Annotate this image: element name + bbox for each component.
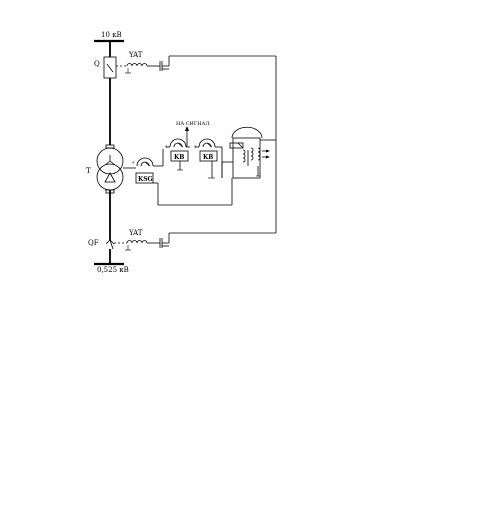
bus-10kv-label: 10 кВ bbox=[101, 31, 122, 39]
relay-kb-2-label: KB bbox=[203, 154, 213, 161]
transformer-t: T bbox=[86, 144, 131, 194]
ksg-plus-sign: + bbox=[131, 160, 135, 166]
relay-kb-1-label: KB bbox=[174, 154, 184, 161]
breaker-q-label: Q bbox=[94, 60, 100, 68]
relay-group bbox=[221, 126, 276, 179]
bus-10kv: 10 кВ bbox=[94, 31, 124, 43]
bus-0525kv-label: 0,525 кВ bbox=[97, 266, 129, 274]
control-wiring bbox=[158, 56, 277, 234]
breaker-qf-label: QF bbox=[88, 239, 99, 247]
bus-0525kv: 0,525 кВ bbox=[94, 262, 129, 274]
breaker-qf: QF bbox=[88, 239, 115, 250]
signal-label: НА СИГНАЛ bbox=[176, 121, 210, 127]
trip-coil-top-label: YAT bbox=[128, 51, 143, 59]
relay-kb-2: + KB bbox=[193, 138, 223, 179]
trip-coil-bottom: YAT bbox=[114, 229, 170, 251]
trip-coil-bottom-label: YAT bbox=[128, 229, 143, 237]
trip-coil-top: YAT bbox=[116, 51, 276, 74]
breaker-q: Q bbox=[94, 56, 117, 79]
signal-output: НА СИГНАЛ bbox=[176, 121, 210, 147]
relay-ksg: KSG + bbox=[131, 149, 164, 205]
relay-ksg-label: KSG bbox=[138, 176, 153, 183]
relay-kb-1: + KB bbox=[164, 138, 190, 171]
transformer-label: T bbox=[86, 167, 91, 175]
